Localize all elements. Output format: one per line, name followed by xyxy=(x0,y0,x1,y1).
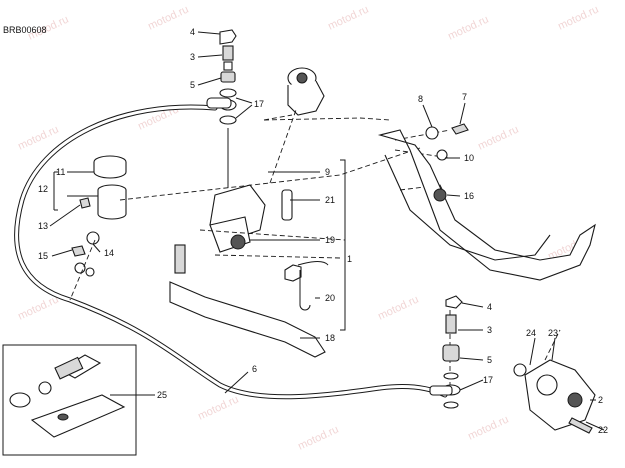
watermark-text: motod.ru xyxy=(296,423,340,452)
clutch-hose xyxy=(14,104,448,400)
part-label-14: 14 xyxy=(104,248,114,258)
part-label-3: 3 xyxy=(190,52,195,62)
watermark-text: motod.ru xyxy=(326,3,370,32)
watermark-text: motod.ru xyxy=(146,3,190,32)
part-label-7: 7 xyxy=(462,92,467,102)
part-label-12: 12 xyxy=(38,184,48,194)
lower-banjo-assembly xyxy=(429,295,463,409)
part-label-4b: 4 xyxy=(487,302,492,312)
part-label-5b: 5 xyxy=(487,355,492,365)
part-label-19: 19 xyxy=(325,235,335,245)
part-label-22: 22 xyxy=(598,425,608,435)
drawing-code: BRB00608 xyxy=(3,25,47,35)
repair-kit-inset xyxy=(2,344,137,456)
part-label-17: 17 xyxy=(254,99,264,109)
part-label-20: 20 xyxy=(325,293,335,303)
watermark-text: motod.ru xyxy=(556,3,600,32)
part-label-2: 2 xyxy=(598,395,603,405)
upper-banjo-assembly xyxy=(206,29,237,188)
part-label-10: 10 xyxy=(464,153,474,163)
part-label-17b: 17 xyxy=(483,375,493,385)
part-label-18: 18 xyxy=(325,333,335,343)
slave-cylinder-assembly xyxy=(513,359,596,434)
part-number-labels: 4 3 5 17 9 21 19 1 20 18 11 12 13 14 15 … xyxy=(38,27,608,435)
part-label-8: 8 xyxy=(418,94,423,104)
part-label-4: 4 xyxy=(190,27,195,37)
watermark-text: motod.ru xyxy=(16,123,60,152)
watermark-text: motod.ru xyxy=(196,393,240,422)
watermark-text: motod.ru xyxy=(376,293,420,322)
master-cylinder-assembly xyxy=(169,159,346,358)
part-label-25: 25 xyxy=(157,390,167,400)
part-label-9: 9 xyxy=(325,167,330,177)
lever-bracket xyxy=(377,123,596,281)
reservoir-assembly xyxy=(53,155,127,220)
leader-lines xyxy=(49,31,605,431)
part-label-15: 15 xyxy=(38,251,48,261)
handlebar-clamp xyxy=(287,67,325,116)
watermark-text: motod.ru xyxy=(476,123,520,152)
part-label-13: 13 xyxy=(38,221,48,231)
part-label-21: 21 xyxy=(325,195,335,205)
watermark-text: motod.ru xyxy=(466,413,510,442)
part-label-6: 6 xyxy=(252,364,257,374)
hose-clips xyxy=(71,231,100,277)
part-label-23: 23 xyxy=(548,328,558,338)
part-label-11: 11 xyxy=(56,167,65,177)
watermark-text: motod.ru xyxy=(446,13,490,42)
watermark-text: motod.ru xyxy=(16,293,60,322)
part-label-3b: 3 xyxy=(487,325,492,335)
part-label-24: 24 xyxy=(526,328,536,338)
part-label-5: 5 xyxy=(190,80,195,90)
part-label-1: 1 xyxy=(347,254,352,264)
part-label-16: 16 xyxy=(464,191,474,201)
